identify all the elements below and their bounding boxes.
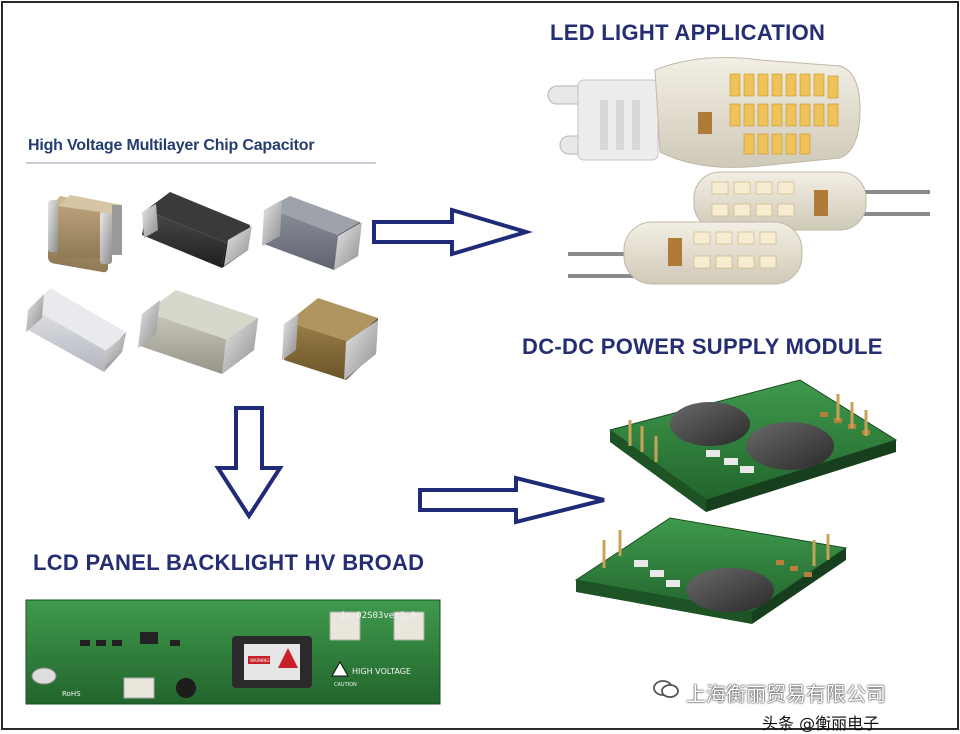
led-application-title: LED LIGHT APPLICATION [550,20,826,45]
chip-capacitor-6 [282,298,378,380]
dcdc-module-top [608,379,898,512]
board-warning-label: WARNING [250,658,270,663]
chip-capacitor-3 [262,196,362,270]
arrow-down-to-lcd [214,406,284,520]
arrow-to-dcdc [418,475,605,525]
board-caution-label: CAUTION [334,682,357,688]
lcd-backlight-title: LCD PANEL BACKLIGHT HV BROAD [33,550,425,575]
watermark-source: 头条 @衡丽电子 [762,714,880,733]
board-rohs-label: RoHS [62,690,81,698]
chip-capacitor-1 [48,195,122,273]
chip-capacitor-2 [142,192,252,268]
led-bulb-g9 [547,57,861,168]
capacitor-title-underline [26,162,376,164]
chip-capacitor-4 [26,288,126,372]
arrow-to-led [372,207,534,257]
led-bulb-g4-upper [693,171,930,231]
dcdc-module-title: DC-DC POWER SUPPLY MODULE [522,334,883,359]
wechat-icon [653,680,679,698]
board-model-label: Jx-02S03ver3.0 [340,611,416,621]
board-hv-label: HIGH VOLTAGE [352,667,411,676]
lcd-inverter-board: Jx-02S03ver3.0 HIGH VOLTAGE CAUTION RoHS… [25,599,441,705]
dcdc-module-bottom [574,517,848,624]
capacitor-title: High Voltage Multilayer Chip Capacitor [28,137,315,154]
led-bulb-g4-lower [568,221,803,285]
chip-capacitor-5 [138,290,258,374]
watermark-company: 上海衡丽贸易有限公司 [686,682,886,706]
